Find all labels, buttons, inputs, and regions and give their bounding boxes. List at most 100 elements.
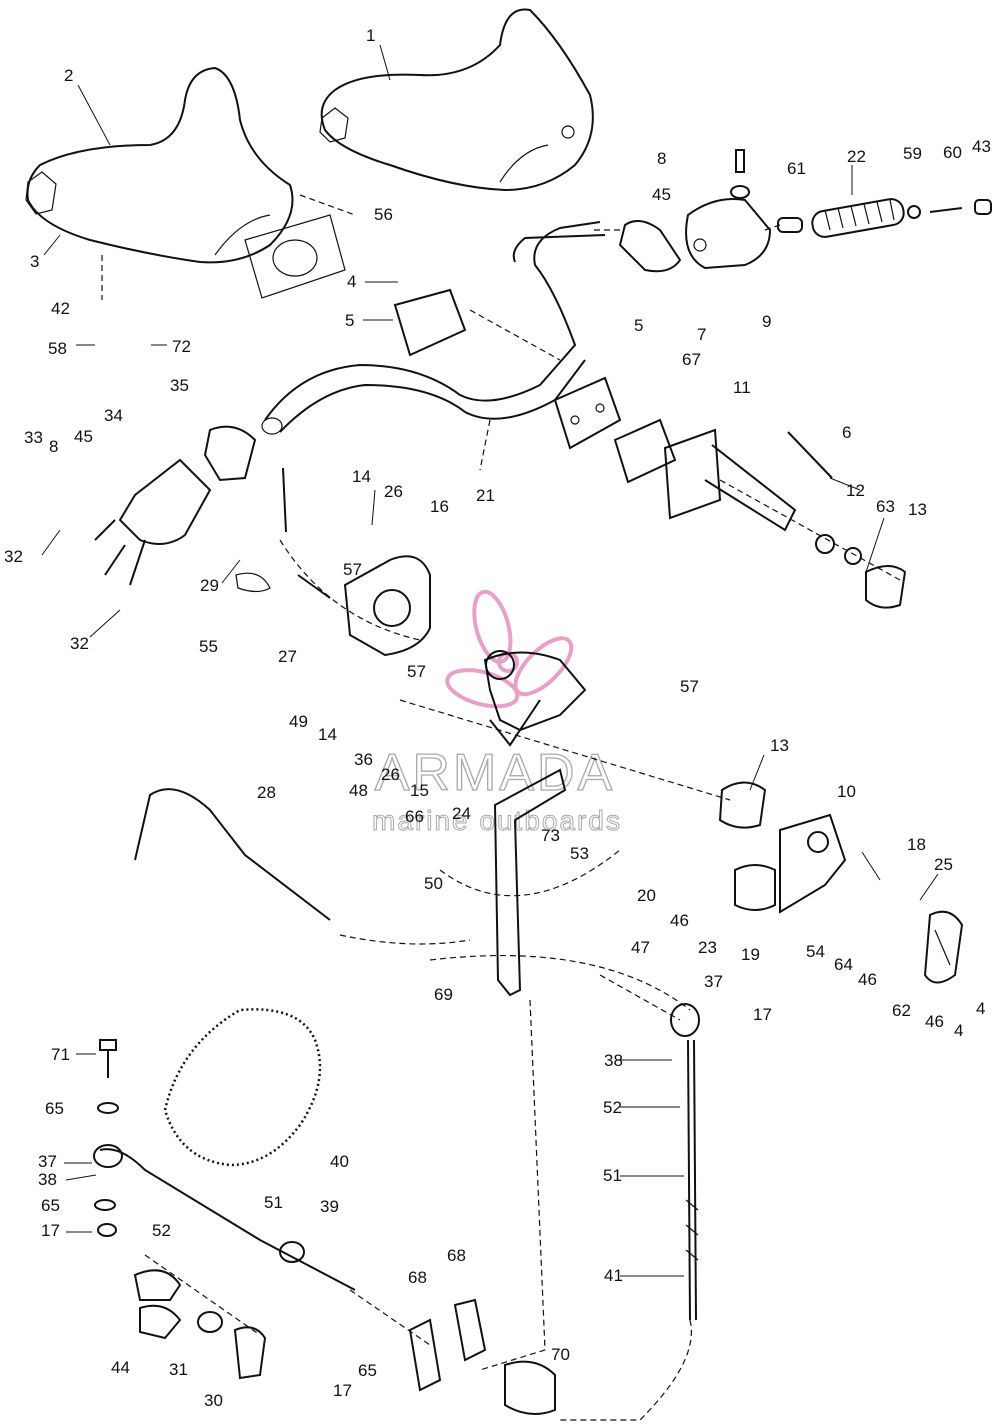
callout: 60 (943, 143, 962, 162)
callout: 43 (972, 137, 991, 156)
callout: 4 (976, 999, 985, 1018)
callout: 31 (169, 1360, 188, 1379)
callout: 6 (842, 423, 851, 442)
callout: 46 (670, 911, 689, 930)
part-pivot-bracket (483, 651, 587, 732)
callout: 30 (204, 1391, 223, 1410)
callout: 26 (384, 482, 403, 501)
callout: 13 (908, 500, 927, 519)
part-bushing-70 (504, 1360, 556, 1415)
callout: 54 (806, 942, 825, 961)
part-clamp-44 (133, 1269, 182, 1301)
callout: 5 (345, 311, 354, 330)
callout: 68 (408, 1268, 427, 1287)
part-bushing-23 (734, 864, 776, 911)
callout: 50 (424, 874, 443, 893)
callout: 32 (70, 634, 89, 653)
part-throttle-housing (685, 198, 772, 270)
callout: 33 (24, 428, 43, 447)
callout: 45 (652, 185, 671, 204)
callout: 13 (770, 736, 789, 755)
callout: 68 (447, 1246, 466, 1265)
callout: 2 (64, 66, 73, 85)
part-shaft-flange (663, 428, 722, 520)
part-textured-cover (26, 66, 294, 264)
propeller-icon (445, 589, 574, 709)
part-drawings (25, 8, 992, 1421)
part-ball-joint (670, 1003, 700, 1037)
part-clamp-68b (453, 1298, 487, 1362)
callout: 24 (452, 804, 471, 823)
part-bushing-30 (233, 1326, 267, 1380)
part-plate-upper (393, 288, 467, 357)
callout: 62 (892, 1001, 911, 1020)
callout: 59 (903, 144, 922, 163)
callout: 19 (741, 945, 760, 964)
callout: 25 (934, 855, 953, 874)
callout: 9 (762, 312, 771, 331)
callout: 27 (278, 647, 297, 666)
callout: 15 (410, 781, 429, 800)
callout: 32 (4, 547, 23, 566)
callout: 48 (349, 781, 368, 800)
callout: 37 (38, 1152, 57, 1171)
callout: 5 (634, 316, 643, 335)
callouts: 1 2 3 4 4 4 5 5 6 7 8 8 9 10 11 12 13 13… (4, 26, 991, 1410)
callout: 52 (152, 1221, 171, 1240)
callout: 57 (680, 677, 699, 696)
brand-name: ARMADA (375, 744, 615, 802)
callout: 44 (111, 1358, 130, 1377)
callout: 38 (604, 1051, 623, 1070)
callout: 65 (358, 1361, 377, 1380)
part-long-bracket (493, 768, 567, 997)
callout: 37 (704, 972, 723, 991)
callout: 71 (51, 1045, 70, 1064)
callout: 55 (199, 637, 218, 656)
callout: 56 (374, 205, 393, 224)
part-gasket (244, 214, 346, 299)
callout: 39 (320, 1197, 339, 1216)
callout: 67 (682, 350, 701, 369)
part-cable-lower (99, 1148, 356, 1291)
part-lower-housing (163, 1008, 322, 1167)
callout: 16 (430, 497, 449, 516)
callout: 47 (631, 938, 650, 957)
callout: 42 (51, 299, 70, 318)
callout: 58 (48, 339, 67, 358)
callout: 23 (698, 938, 717, 957)
callout: 53 (570, 844, 589, 863)
part-clamp-68a (408, 1318, 442, 1392)
callout: 69 (434, 985, 453, 1004)
callout: 22 (847, 147, 866, 166)
callout: 57 (407, 662, 426, 681)
callout: 49 (289, 712, 308, 731)
callout: 3 (30, 252, 39, 271)
leader-lines (41, 44, 939, 1277)
callout: 46 (925, 1012, 944, 1031)
callout: 4 (954, 1021, 963, 1040)
callout: 65 (45, 1099, 64, 1118)
callout: 72 (172, 337, 191, 356)
callout: 1 (366, 26, 375, 45)
callout: 7 (697, 325, 706, 344)
callout: 12 (846, 481, 865, 500)
callout: 34 (104, 406, 123, 425)
part-gasket-67 (613, 418, 677, 484)
callout: 46 (858, 970, 877, 989)
part-friction-block (343, 555, 431, 657)
part-plate-62 (923, 910, 964, 984)
callout: 66 (405, 807, 424, 826)
callout: 28 (257, 783, 276, 802)
callout: 57 (343, 560, 362, 579)
callout: 14 (352, 467, 371, 486)
part-tiller-arm (264, 221, 601, 421)
callout: 65 (41, 1196, 60, 1215)
part-throttle-yoke (118, 458, 212, 545)
callout: 11 (733, 378, 751, 397)
assembly-lines (101, 194, 901, 1421)
callout: 61 (787, 159, 806, 178)
callout: 38 (38, 1170, 57, 1189)
callout: 70 (551, 1345, 570, 1364)
callout: 18 (907, 835, 926, 854)
